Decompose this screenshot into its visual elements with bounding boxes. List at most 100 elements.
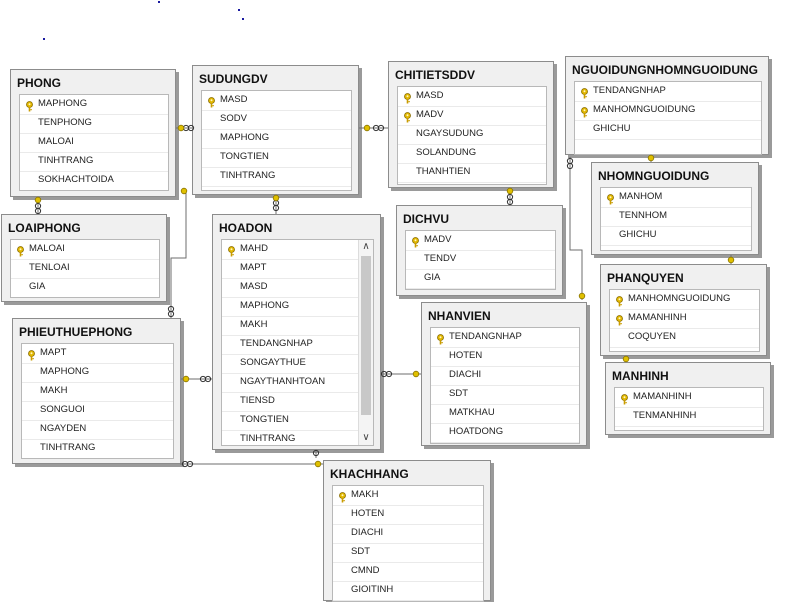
column-name: MALOAI bbox=[29, 243, 65, 254]
column-row[interactable]: SONGAYTHUE bbox=[222, 354, 359, 374]
column-row[interactable]: MAPT bbox=[222, 259, 359, 279]
table-hoadon[interactable]: HOADON MAHD MAPT MASD MAPHONG MAKH TENDANGNHAP… bbox=[212, 214, 381, 450]
column-name: MAKH bbox=[240, 319, 268, 330]
column-row[interactable]: MAMANHINH bbox=[615, 388, 763, 408]
column-row[interactable]: TENNHOM bbox=[601, 207, 751, 227]
column-row[interactable]: MAPHONG bbox=[222, 297, 359, 317]
column-row[interactable]: TONGTIEN bbox=[222, 411, 359, 431]
column-name: GHICHU bbox=[593, 123, 631, 134]
column-row[interactable]: NGAYTHANHTOAN bbox=[222, 373, 359, 393]
column-row[interactable]: TIENSD bbox=[222, 392, 359, 412]
table-title: CHITIETSDDV bbox=[395, 68, 476, 82]
column-name: MASD bbox=[240, 281, 268, 292]
column-row[interactable]: MAKH bbox=[333, 486, 483, 506]
column-name: MAPT bbox=[240, 262, 267, 273]
column-row[interactable]: MADV bbox=[398, 106, 546, 126]
column-row[interactable]: NGAYDEN bbox=[22, 420, 173, 440]
key-icon bbox=[227, 244, 236, 262]
column-row[interactable]: TINHTRANG bbox=[20, 152, 168, 172]
column-row[interactable]: MASD bbox=[398, 87, 546, 107]
vertical-scrollbar[interactable]: ∧∨ bbox=[358, 240, 373, 445]
column-row[interactable]: MAPHONG bbox=[20, 95, 168, 115]
column-row[interactable]: DIACHI bbox=[431, 366, 579, 386]
column-row[interactable]: SOLANDUNG bbox=[398, 144, 546, 164]
column-row[interactable]: TENDANGNHAP bbox=[222, 335, 359, 355]
key-icon bbox=[25, 99, 34, 117]
column-row[interactable]: TENMANHINH bbox=[615, 407, 763, 427]
column-row[interactable]: HOTEN bbox=[333, 505, 483, 525]
column-name: MAKH bbox=[351, 489, 379, 500]
column-row[interactable]: TENDANGNHAP bbox=[575, 82, 761, 102]
column-row[interactable]: MADV bbox=[406, 231, 555, 251]
column-row[interactable]: MANHOM bbox=[601, 188, 751, 208]
column-row[interactable]: MALOAI bbox=[11, 240, 159, 260]
column-row[interactable]: COQUYEN bbox=[610, 328, 759, 348]
column-row[interactable]: SDT bbox=[431, 385, 579, 405]
column-row[interactable]: SOKHACHTOIDA bbox=[20, 171, 168, 190]
column-name: TONGTIEN bbox=[240, 414, 289, 425]
scroll-up-icon[interactable]: ∧ bbox=[362, 241, 370, 252]
column-row[interactable]: HOTEN bbox=[431, 347, 579, 367]
scroll-thumb[interactable] bbox=[361, 256, 371, 415]
column-row[interactable]: SDT bbox=[333, 543, 483, 563]
column-row[interactable]: MANHOMNGUOIDUNG bbox=[610, 290, 759, 310]
column-row[interactable]: TINHTRANG bbox=[202, 167, 351, 187]
column-name: GIA bbox=[424, 272, 441, 283]
column-row[interactable]: MAKH bbox=[222, 316, 359, 336]
column-row[interactable]: MAMANHINH bbox=[610, 309, 759, 329]
column-row[interactable]: GHICHU bbox=[575, 120, 761, 140]
column-row[interactable]: MAPT bbox=[22, 344, 173, 364]
column-row[interactable]: NGAYSUDUNG bbox=[398, 125, 546, 145]
column-row[interactable]: TINHTRANG bbox=[222, 430, 359, 445]
column-row[interactable]: SODV bbox=[202, 110, 351, 130]
column-name: TENLOAI bbox=[29, 262, 70, 273]
column-row[interactable]: CMND bbox=[333, 562, 483, 582]
column-row[interactable]: MAHD bbox=[222, 240, 359, 260]
column-row[interactable]: THANHTIEN bbox=[398, 163, 546, 183]
column-name: TINHTRANG bbox=[40, 442, 96, 453]
key-icon bbox=[580, 105, 589, 123]
column-name: TENPHONG bbox=[38, 117, 92, 128]
column-row[interactable]: TENPHONG bbox=[20, 114, 168, 134]
column-row[interactable]: MATKHAU bbox=[431, 404, 579, 424]
column-row[interactable]: MAKH bbox=[22, 382, 173, 402]
column-row[interactable]: TONGTIEN bbox=[202, 148, 351, 168]
column-row[interactable]: GHICHU bbox=[601, 226, 751, 246]
column-row[interactable]: DIACHI bbox=[333, 524, 483, 544]
column-row[interactable]: MAPHONG bbox=[202, 129, 351, 149]
column-name: MANHOM bbox=[619, 191, 663, 202]
column-row[interactable]: SONGUOI bbox=[22, 401, 173, 421]
column-row[interactable]: GIA bbox=[11, 278, 159, 297]
column-row[interactable]: MALOAI bbox=[20, 133, 168, 153]
column-row[interactable]: GIA bbox=[406, 269, 555, 289]
column-name: GHICHU bbox=[619, 229, 657, 240]
column-row[interactable]: HOATDONG bbox=[431, 423, 579, 443]
column-row[interactable]: TENDANGNHAP bbox=[431, 328, 579, 348]
key-icon bbox=[411, 235, 420, 253]
table-title: HOADON bbox=[219, 221, 273, 235]
column-row[interactable]: MAPHONG bbox=[22, 363, 173, 383]
scroll-down-icon[interactable]: ∨ bbox=[362, 432, 370, 443]
column-row[interactable]: TENDV bbox=[406, 250, 555, 270]
column-row[interactable]: MASD bbox=[222, 278, 359, 298]
column-row[interactable]: TINHTRANG bbox=[22, 439, 173, 458]
column-row[interactable]: MANHOMNGUOIDUNG bbox=[575, 101, 761, 121]
column-name: CMND bbox=[351, 565, 380, 576]
key-icon bbox=[606, 192, 615, 210]
column-row[interactable]: MASD bbox=[202, 91, 351, 111]
column-row[interactable]: TENLOAI bbox=[11, 259, 159, 279]
